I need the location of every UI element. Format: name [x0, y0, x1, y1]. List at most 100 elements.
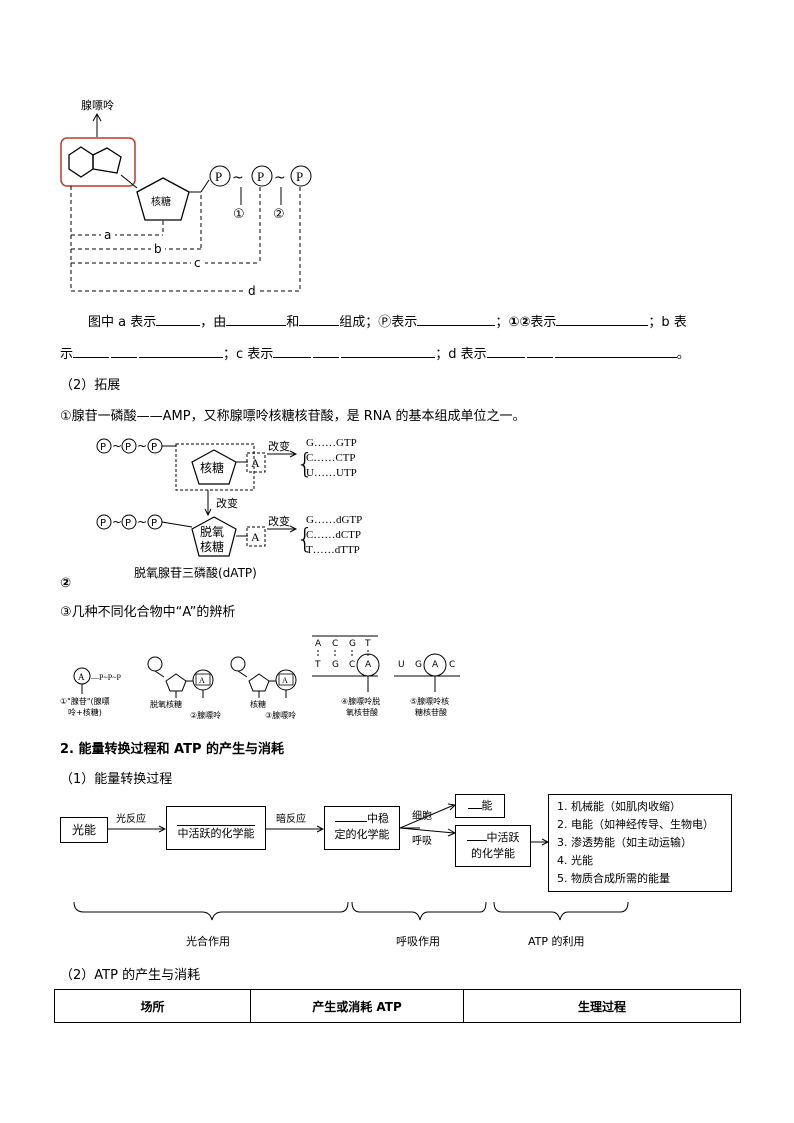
deoxyribose-1: 脱氧: [200, 524, 224, 539]
extension-item-3: ③几种不同化合物中“A”的辨析: [60, 605, 236, 620]
bond-1-label: ①: [233, 207, 245, 222]
a-comparison-diagram: A —P~P~P ①"腺苷"(腺嘌 呤+核糖) A 脱氧核糖 ②腺嘌呤 A 核糖…: [60, 635, 460, 720]
brace-label-1: 光合作用: [186, 935, 230, 948]
blank[interactable]: [73, 345, 110, 358]
blank[interactable]: [417, 313, 496, 326]
c1-label-1: ①"腺苷"(腺嘌: [60, 696, 110, 706]
rna-0: U: [398, 660, 405, 670]
blank[interactable]: [486, 345, 525, 358]
c5-label-1: ⑤腺嘌呤核: [410, 696, 449, 706]
blank[interactable]: [156, 313, 201, 326]
dna-top-1: C: [332, 639, 338, 649]
text: 示: [60, 347, 74, 362]
change-label-2: 改变: [268, 514, 290, 528]
c4-label-1: ④腺嘌呤脱: [341, 696, 380, 706]
heat-energy-box: 能: [455, 794, 505, 818]
text: ，由: [200, 315, 227, 330]
table-header: 场所: [54, 989, 251, 1023]
svg-text:A: A: [78, 672, 85, 682]
adenine-label: 腺嘌呤: [81, 98, 114, 112]
extension-item-2: ②: [60, 576, 72, 591]
text: 。: [676, 347, 690, 362]
use-item: 4. 光能: [557, 854, 593, 867]
dna-bottom-0: T: [314, 660, 321, 670]
c3-label-2: ③腺嘌呤: [265, 710, 296, 720]
rna-3: C: [449, 660, 455, 670]
ribose-label: 核糖: [151, 195, 171, 208]
dark-reaction-label: 暗反应: [276, 812, 306, 825]
ctp: C……CTP: [306, 452, 356, 464]
section-2-heading: 2. 能量转换过程和 ATP 的产生与消耗: [60, 742, 285, 757]
fill-line-2: 示；c 表示；d 表示。: [60, 343, 690, 362]
active-chem-label: 中活跃的化学能: [177, 827, 255, 840]
fill-line-1: 图中 a 表示，由和组成；Ⓟ表示；①②表示；b 表: [88, 311, 687, 330]
ribose-text: 核糖: [200, 460, 224, 475]
text: 表示: [530, 315, 557, 330]
svg-text:{: {: [296, 522, 314, 555]
extension-item-1: ①腺苷一磷酸——AMP，又称腺嘌呤核糖核苷酸，是 RNA 的基本组成单位之一。: [60, 409, 526, 424]
use-item: 3. 渗透势能（如主动运输）: [557, 836, 692, 849]
blank[interactable]: [273, 345, 312, 358]
blank[interactable]: [554, 345, 677, 358]
use-item: 1. 机械能（如肌肉收缩）: [557, 800, 681, 813]
svg-text:~: ~: [137, 515, 147, 529]
dna-top-0: A: [315, 639, 322, 649]
c2-label: 脱氧核糖: [150, 699, 182, 709]
active-chem-box-1: 中活跃的化学能: [166, 806, 266, 850]
gtp: G……GTP: [306, 437, 357, 449]
section-2-sub-1: （1）能量转换过程: [60, 772, 173, 787]
dttp: T……dTTP: [306, 544, 360, 556]
blank[interactable]: [139, 345, 224, 358]
c3-label: 核糖: [250, 699, 266, 709]
adenine-highlight-box: [60, 137, 136, 187]
dna-bottom-3: A: [365, 660, 372, 670]
blank[interactable]: [556, 313, 649, 326]
dctp: C……dCTP: [306, 529, 361, 541]
blank[interactable]: [226, 313, 287, 326]
text: 中活跃: [486, 831, 520, 844]
change-down-label: 改变: [216, 496, 238, 510]
dna-bottom-2: C: [349, 660, 355, 670]
stable-chem-box: 中稳 定的化学能: [324, 806, 400, 850]
phosphate-1: P: [215, 169, 222, 184]
svg-text:~: ~: [112, 439, 122, 453]
c2-label-2: ②腺嘌呤: [190, 710, 221, 720]
change-label: 改变: [268, 439, 290, 453]
dna-top-3: T: [364, 639, 371, 649]
table-header-row: 场所 产生或消耗 ATP 生理过程: [54, 989, 741, 1023]
svg-text:~: ~: [112, 515, 122, 529]
ntp-diagram: P ~ P ~ P 核糖 A 改变 { G……GTP C……CTP U……UTP…: [96, 437, 362, 580]
brace-label-3: ATP 的利用: [528, 935, 585, 948]
extension-heading: （2）拓展: [60, 378, 121, 393]
text: 和: [286, 315, 300, 330]
rna-1: G: [415, 660, 422, 670]
dgtp: G……dGTP: [306, 514, 362, 526]
bracket-b: b: [154, 242, 162, 256]
text: ；b 表: [648, 315, 687, 330]
svg-text:{: {: [296, 447, 314, 480]
text: 能: [481, 799, 493, 812]
p-symbol: Ⓟ: [378, 315, 392, 330]
atp-table: 场所 产生或消耗 ATP 生理过程: [54, 989, 741, 1023]
rna-2: A: [432, 660, 439, 670]
svg-text:~: ~: [232, 170, 244, 186]
svg-text:P: P: [100, 518, 106, 529]
table-header: 生理过程: [463, 989, 741, 1023]
bond-2-label: ②: [273, 207, 285, 222]
svg-text:~: ~: [137, 439, 147, 453]
svg-text:P: P: [151, 442, 157, 453]
text: 定的化学能: [334, 828, 390, 841]
blank[interactable]: [299, 313, 340, 326]
bracket-c: c: [194, 256, 201, 270]
c1-label-2: 呤+核糖): [68, 707, 102, 717]
resp-label-1: 细胞: [412, 809, 432, 822]
deoxyribose-2: 核糖: [200, 539, 224, 554]
light-energy-box: 光能: [60, 817, 108, 843]
svg-text:~: ~: [274, 170, 286, 186]
blank[interactable]: [341, 345, 436, 358]
svg-text:P: P: [125, 442, 131, 453]
c5-label-2: 糖核苷酸: [415, 707, 447, 717]
dna-bottom-1: G: [332, 660, 339, 670]
bracket-d: d: [248, 284, 256, 298]
light-reaction-label: 光反应: [116, 812, 146, 825]
